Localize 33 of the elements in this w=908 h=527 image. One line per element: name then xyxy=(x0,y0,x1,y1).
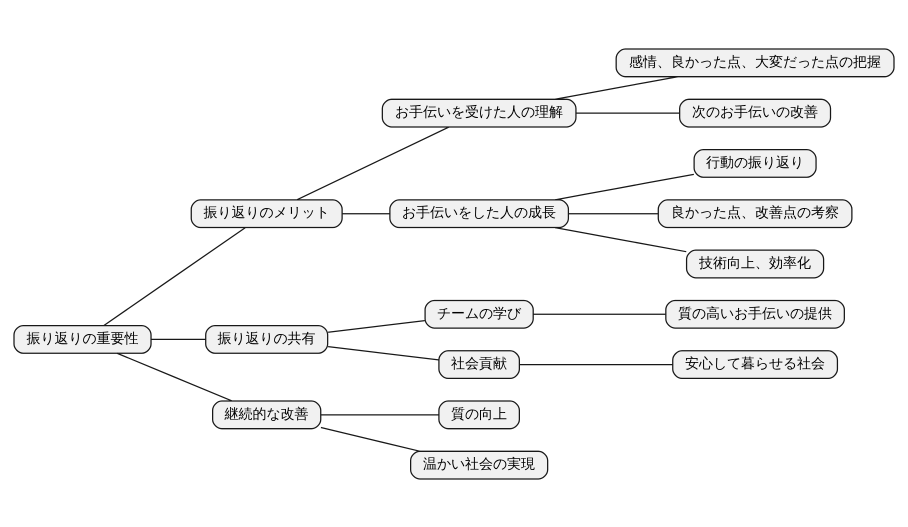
connector xyxy=(116,352,232,401)
node-box: お手伝いを受けた人の理解 xyxy=(382,98,577,128)
node-box: 良かった点、改善点の考察 xyxy=(658,198,853,228)
connector xyxy=(296,126,450,200)
node-box: 行動の振り返り xyxy=(693,148,817,178)
node-box: 感情、良かった点、大変だった点の把握 xyxy=(616,48,895,77)
node-box: チームの学び xyxy=(424,299,534,328)
connector xyxy=(320,426,420,452)
connector xyxy=(342,212,390,214)
connector xyxy=(320,414,439,415)
node-box: お手伝いをした人の成長 xyxy=(389,198,570,228)
node-box: 次のお手伝いの改善 xyxy=(679,98,832,128)
connector xyxy=(568,212,658,214)
connector xyxy=(328,346,439,360)
connector xyxy=(554,173,694,200)
node-box: 温かい社会の実現 xyxy=(410,450,548,480)
connector xyxy=(554,76,678,100)
node-box: 安心して暮らせる社会 xyxy=(672,350,838,379)
connector xyxy=(554,226,686,252)
node-box: 振り返りの共有 xyxy=(205,324,328,354)
connector xyxy=(520,363,672,365)
connector xyxy=(328,320,425,332)
connector xyxy=(151,338,206,340)
node-box: 振り返りの重要性 xyxy=(13,324,152,354)
connector xyxy=(104,226,246,326)
node-box: 振り返りのメリット xyxy=(190,198,343,228)
connector xyxy=(576,112,680,114)
connector xyxy=(533,313,666,314)
node-box: 継続的な改善 xyxy=(212,400,322,429)
node-box: 質の高いお手伝いの提供 xyxy=(665,299,845,328)
node-box: 質の向上 xyxy=(438,400,520,429)
node-box: 技術向上、効率化 xyxy=(686,249,824,278)
node-box: 社会貢献 xyxy=(438,350,520,379)
